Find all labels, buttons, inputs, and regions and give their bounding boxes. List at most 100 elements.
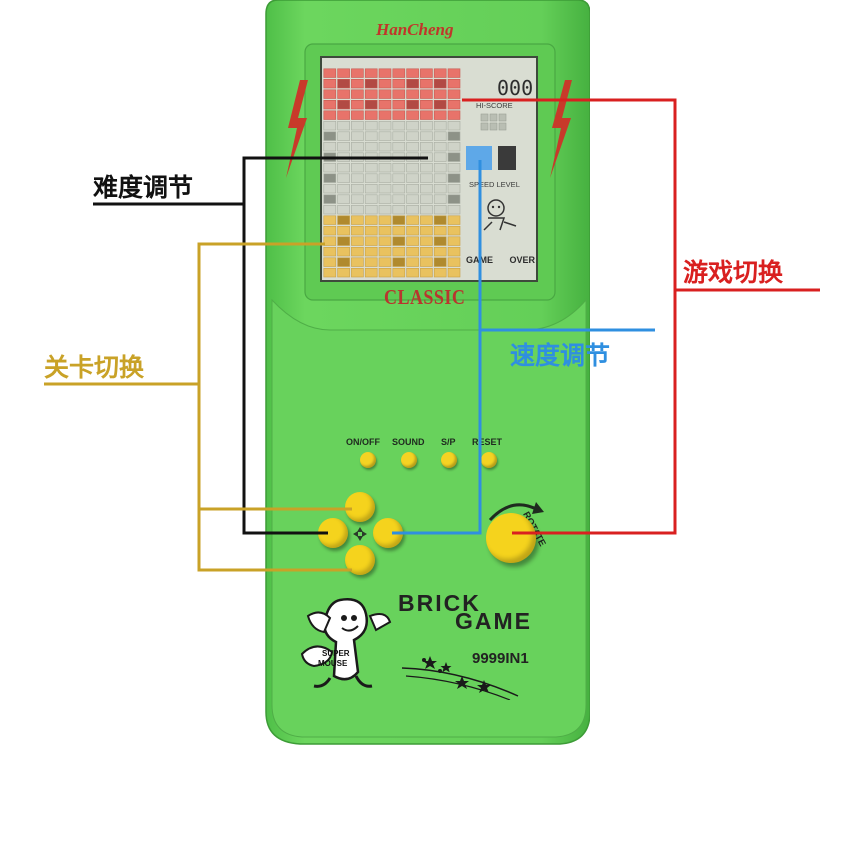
annotation-level-switch: 关卡切换 bbox=[44, 353, 145, 382]
lcd-cell bbox=[351, 226, 364, 236]
lcd-cell bbox=[351, 163, 364, 173]
lcd-cell bbox=[420, 215, 433, 225]
lcd-cell bbox=[406, 268, 419, 278]
lcd-cell bbox=[447, 205, 461, 215]
lcd-cell bbox=[447, 184, 461, 194]
sound-button[interactable] bbox=[401, 452, 417, 468]
lcd-cell bbox=[323, 257, 337, 267]
lcd-cell bbox=[351, 142, 364, 152]
lcd-cell bbox=[364, 194, 378, 204]
lcd-cell bbox=[364, 131, 378, 141]
dpad-up-button[interactable] bbox=[345, 492, 375, 522]
lcd-cell bbox=[392, 142, 406, 152]
lcd-cell bbox=[337, 79, 350, 89]
game-title-line2: GAME bbox=[455, 608, 532, 634]
lcd-cell bbox=[447, 194, 461, 204]
lcd-cell bbox=[337, 89, 350, 99]
level-switch-line-lower bbox=[197, 244, 352, 572]
lcd-cell bbox=[378, 89, 392, 99]
lcd-cell bbox=[406, 99, 419, 110]
lcd-cell bbox=[406, 215, 419, 225]
lcd-cell bbox=[351, 79, 364, 89]
lcd-cell bbox=[364, 89, 378, 99]
button-label-sound: SOUND bbox=[392, 437, 425, 447]
lcd-cell bbox=[378, 268, 392, 278]
start-pause-button[interactable] bbox=[441, 452, 457, 468]
lcd-cell bbox=[337, 205, 350, 215]
lcd-cell bbox=[351, 89, 364, 99]
swoosh-stars-decoration bbox=[401, 656, 519, 700]
lcd-cell bbox=[378, 120, 392, 131]
lcd-cell bbox=[337, 163, 350, 173]
lcd-cell bbox=[378, 215, 392, 225]
lcd-cell bbox=[392, 215, 406, 225]
super-mouse-mascot-icon bbox=[300, 598, 392, 688]
lcd-cell bbox=[420, 79, 433, 89]
reset-button[interactable] bbox=[481, 452, 497, 468]
lcd-cell bbox=[392, 268, 406, 278]
on-off-button[interactable] bbox=[360, 452, 376, 468]
lcd-cell bbox=[420, 236, 433, 246]
lcd-cell bbox=[337, 142, 350, 152]
lcd-cell bbox=[351, 110, 364, 120]
lcd-cell bbox=[323, 236, 337, 246]
lcd-cell bbox=[420, 184, 433, 194]
lcd-cell bbox=[364, 247, 378, 257]
lcd-cell bbox=[392, 226, 406, 236]
lcd-cell bbox=[364, 205, 378, 215]
lcd-cell bbox=[392, 68, 406, 78]
lcd-cell bbox=[406, 89, 419, 99]
lcd-cell bbox=[420, 120, 433, 131]
lcd-cell bbox=[378, 194, 392, 204]
lcd-cell bbox=[406, 236, 419, 246]
model-label: CLASSIC bbox=[384, 285, 466, 309]
lcd-cell bbox=[406, 226, 419, 236]
lcd-cell bbox=[420, 68, 433, 78]
speed-level-label: SPEED LEVEL bbox=[469, 180, 520, 189]
lcd-cell bbox=[392, 194, 406, 204]
lcd-cell bbox=[433, 247, 447, 257]
lcd-cell bbox=[351, 257, 364, 267]
model-count-label: 9999IN1 bbox=[472, 650, 529, 667]
lcd-cell bbox=[323, 173, 337, 183]
lcd-cell bbox=[433, 226, 447, 236]
dpad-center-arrows-icon bbox=[353, 527, 367, 541]
lcd-cell bbox=[420, 131, 433, 141]
lcd-cell bbox=[447, 257, 461, 267]
lcd-cell bbox=[420, 268, 433, 278]
lcd-cell bbox=[323, 163, 337, 173]
button-label-on-off: ON/OFF bbox=[346, 437, 380, 447]
lcd-cell bbox=[378, 247, 392, 257]
lcd-cell bbox=[364, 268, 378, 278]
lcd-cell bbox=[364, 68, 378, 78]
lcd-cell bbox=[364, 226, 378, 236]
lcd-cell bbox=[364, 99, 378, 110]
lcd-cell bbox=[323, 142, 337, 152]
game-title-line1: BRICK bbox=[398, 590, 481, 616]
lcd-cell bbox=[406, 163, 419, 173]
lcd-cell bbox=[420, 226, 433, 236]
lcd-cell bbox=[447, 142, 461, 152]
lcd-cell bbox=[323, 226, 337, 236]
lcd-cell bbox=[447, 215, 461, 225]
lcd-cell bbox=[364, 215, 378, 225]
lcd-cell bbox=[364, 163, 378, 173]
mascot-label-line1: SUPER bbox=[322, 649, 350, 658]
lcd-cell bbox=[392, 131, 406, 141]
lcd-cell bbox=[364, 257, 378, 267]
rotate-button[interactable] bbox=[486, 513, 536, 563]
lcd-cell bbox=[378, 173, 392, 183]
lcd-cell bbox=[378, 184, 392, 194]
game-over-label: GAME OVER bbox=[466, 255, 536, 265]
lcd-cell bbox=[420, 99, 433, 110]
lcd-cell bbox=[433, 184, 447, 194]
lcd-cell bbox=[378, 257, 392, 267]
lcd-cell bbox=[351, 215, 364, 225]
level-indicator bbox=[498, 146, 516, 170]
lcd-cell bbox=[364, 110, 378, 120]
lcd-cell bbox=[337, 184, 350, 194]
lcd-cell bbox=[337, 131, 350, 141]
lcd-cell bbox=[337, 173, 350, 183]
lcd-cell bbox=[323, 205, 337, 215]
mascot-label-line2: MOUSE bbox=[318, 659, 348, 668]
